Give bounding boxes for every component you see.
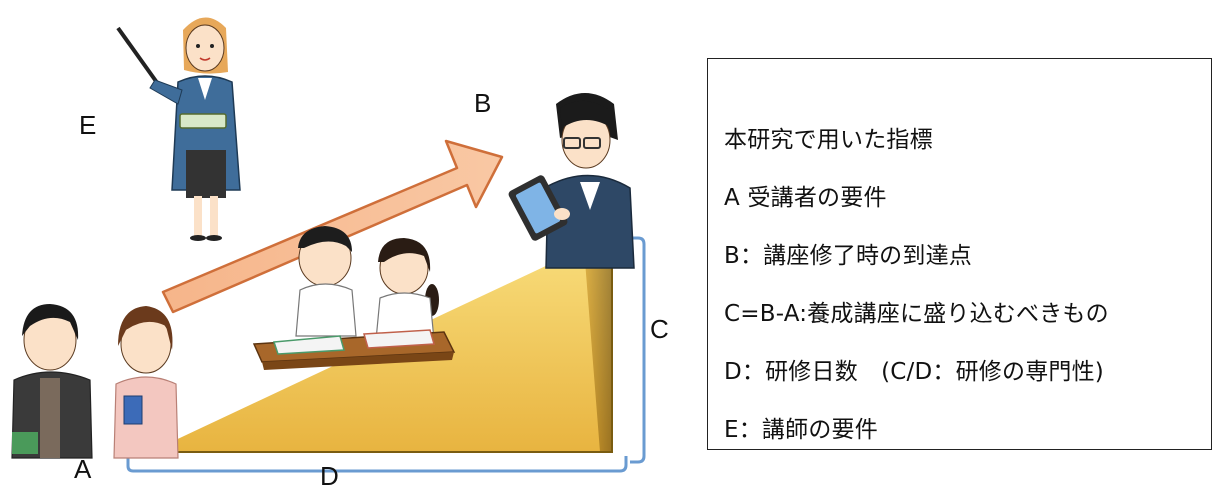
bracket-c	[630, 236, 646, 464]
legend-title: 本研究で用いた指標	[724, 127, 933, 153]
legend-item-d: D：研修日数 (C/D：研修の専門性)	[724, 359, 1104, 385]
bracket-d	[126, 456, 628, 473]
trainees-a-figure	[11, 304, 179, 459]
label-c: C	[650, 314, 669, 344]
legend-item-b: B：講座修了時の到達点	[724, 243, 972, 269]
legend-item-a: A 受講者の要件	[724, 185, 887, 211]
teacher-e-figure	[116, 17, 241, 241]
legend-item-e: E：講師の要件	[724, 417, 878, 443]
progress-arrow	[161, 139, 504, 314]
instructor-b-figure	[508, 93, 635, 269]
label-d: D	[320, 461, 339, 491]
students-at-desk	[252, 226, 456, 370]
legend-box: 本研究で用いた指標 A 受講者の要件 B：講座修了時の到達点 C=B-A:養成講…	[707, 58, 1212, 450]
label-a: A	[74, 454, 92, 484]
legend-item-c: C=B-A:養成講座に盛り込むべきもの	[724, 301, 1109, 327]
label-e: E	[79, 110, 97, 140]
label-b: B	[474, 88, 492, 118]
